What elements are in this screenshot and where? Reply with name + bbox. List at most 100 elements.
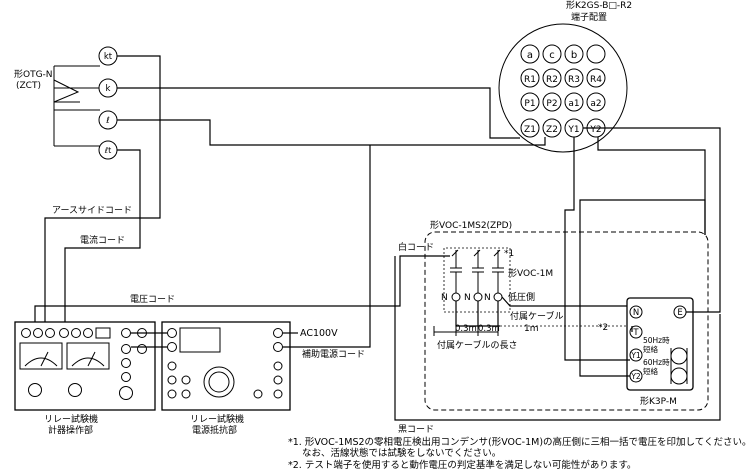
pin-r3 bbox=[564, 68, 584, 88]
pin-label: b bbox=[571, 50, 577, 61]
k3pm-terminal-label: Y1 bbox=[630, 351, 641, 360]
pin-label: Z1 bbox=[524, 125, 536, 135]
meter-knob bbox=[121, 358, 131, 368]
aux-power-cord-label: 補助電源コード bbox=[302, 348, 365, 360]
n-label-3: N bbox=[484, 293, 491, 303]
k3pm-terminal-label: N bbox=[633, 308, 639, 318]
pin-p2 bbox=[542, 92, 562, 112]
note1-marker: *1 bbox=[504, 249, 514, 259]
pin-a2 bbox=[586, 92, 606, 112]
cable-length-dimension bbox=[433, 326, 499, 336]
wire-aux-power bbox=[283, 145, 371, 348]
relay-meter-subtitle: 計器操作部 bbox=[48, 424, 93, 436]
pin-r4 bbox=[586, 68, 606, 88]
zpd-title: 形VOC-1MS2(ZPD) bbox=[430, 219, 512, 231]
power-knob bbox=[273, 361, 283, 371]
zpd-cable-n bbox=[501, 296, 632, 307]
wire-e-to-k3pm bbox=[686, 235, 721, 313]
zpd-enclosure bbox=[424, 231, 709, 411]
zct-type-label: (ZCT) bbox=[16, 81, 41, 91]
power-knob bbox=[253, 389, 263, 399]
pin-a bbox=[520, 44, 540, 64]
k3pm-jumper-bracket bbox=[670, 348, 688, 384]
note2-marker: *2 bbox=[598, 323, 608, 333]
zpd-n-terminal-2 bbox=[473, 292, 483, 302]
capacitor-unit bbox=[443, 247, 511, 313]
pin-c bbox=[542, 44, 562, 64]
short-50hz-label2: 短絡 bbox=[643, 344, 658, 354]
pin-label: R3 bbox=[568, 75, 580, 85]
terminal-socket-outline bbox=[498, 23, 628, 153]
gauge-needle-right bbox=[71, 351, 105, 367]
attached-cable-length-label: 付属ケーブルの長さ bbox=[437, 339, 517, 351]
wire-y2-to-k3pm bbox=[579, 199, 706, 377]
wire-l-to-z2 bbox=[117, 119, 546, 146]
zct-model-label: 形OTG-N bbox=[14, 68, 53, 80]
wire-k-to-z1 bbox=[117, 87, 520, 139]
pin-blank bbox=[586, 44, 606, 64]
pin-label: c bbox=[549, 50, 555, 61]
power-terminal bbox=[273, 342, 283, 352]
meter-dial bbox=[68, 383, 82, 397]
pin-label: R2 bbox=[546, 75, 558, 85]
pin-label: R1 bbox=[524, 75, 536, 85]
zpd-cable-bc bbox=[477, 301, 499, 326]
ac100v-label: AC100V bbox=[300, 328, 338, 339]
zct-winding-zigzag bbox=[53, 79, 80, 103]
zct-terminal-label: ℓ bbox=[105, 116, 110, 126]
pin-label: R4 bbox=[590, 75, 602, 85]
zct-terminal-label: k bbox=[106, 84, 111, 94]
pin-r2 bbox=[542, 68, 562, 88]
power-terminal bbox=[273, 328, 283, 338]
power-terminal bbox=[167, 342, 177, 352]
power-knob bbox=[181, 389, 191, 399]
wire-y1-to-k3pm bbox=[564, 137, 630, 361]
pin-r1 bbox=[520, 68, 540, 88]
k3pm-unit bbox=[626, 297, 694, 391]
segment-length-1: 0.3m bbox=[455, 324, 477, 334]
black-cord-label: 黒コード bbox=[398, 424, 434, 435]
k3pm-terminal-n bbox=[629, 305, 643, 319]
zpd-n-terminal-1 bbox=[451, 292, 461, 302]
footnote-2: *2. テスト端子を使用すると動作電圧の判定基準を満足しない可能性があります。 bbox=[288, 460, 637, 471]
pin-label: a2 bbox=[590, 99, 601, 109]
footnote-1a: *1. 形VOC-1MS2の零相電圧検出用コンデンサ(形VOC-1M)の高圧側に… bbox=[288, 437, 751, 448]
voltage-cord-label: 電圧コード bbox=[130, 294, 175, 305]
short-60hz-label: 60Hz時 bbox=[643, 358, 670, 367]
pin-label: Y1 bbox=[567, 125, 579, 135]
current-cord-label: 電流コード bbox=[80, 234, 125, 246]
pin-label: P2 bbox=[546, 99, 557, 109]
wire-earth-side bbox=[44, 55, 161, 330]
k3pm-terminal-label: E bbox=[677, 308, 682, 318]
short-50hz-label: 50Hz時 bbox=[643, 336, 670, 345]
power-terminal bbox=[167, 328, 177, 338]
power-display bbox=[179, 327, 221, 353]
power-main-dial-inner bbox=[208, 371, 230, 393]
power-knob bbox=[181, 375, 191, 385]
cable-length-1m: 1m bbox=[524, 324, 539, 334]
meter-dial bbox=[28, 383, 42, 397]
low-side-label: 低圧側 bbox=[508, 291, 535, 303]
relay-power-subtitle: 電源抵抗部 bbox=[192, 424, 237, 436]
short-60hz-label2: 短絡 bbox=[643, 366, 658, 376]
earth-side-cord-label: アースサイドコード bbox=[52, 205, 132, 216]
meter-knob bbox=[137, 344, 147, 354]
wire-meter-to-power bbox=[131, 332, 167, 348]
meter-knob bbox=[121, 372, 131, 382]
wiring-diagram: 形K2GS-B□-R2 端子配置 a c b R1 R2 R3 R4 P1 P2… bbox=[14, 0, 721, 436]
segment-length-2: 0.3m bbox=[478, 324, 500, 334]
n-label-2: N bbox=[464, 293, 471, 303]
power-knob bbox=[167, 389, 177, 399]
zpd-n-terminal-3 bbox=[493, 292, 503, 302]
pin-a1 bbox=[564, 92, 584, 112]
wire-voltage bbox=[34, 255, 450, 330]
pin-label: a bbox=[527, 50, 533, 61]
terminal-layout-caption: 端子配置 bbox=[571, 11, 607, 23]
k3pm-jumper-50hz bbox=[670, 347, 688, 365]
footnote-1b: なお、活線状態では試験をしないでください。 bbox=[302, 448, 502, 459]
n-label-1: N bbox=[441, 293, 448, 303]
wire-current bbox=[64, 149, 141, 330]
wire-y1-out bbox=[583, 127, 721, 235]
k3pm-terminal-y1 bbox=[629, 348, 643, 362]
zct-terminal-label: kt bbox=[104, 52, 113, 62]
